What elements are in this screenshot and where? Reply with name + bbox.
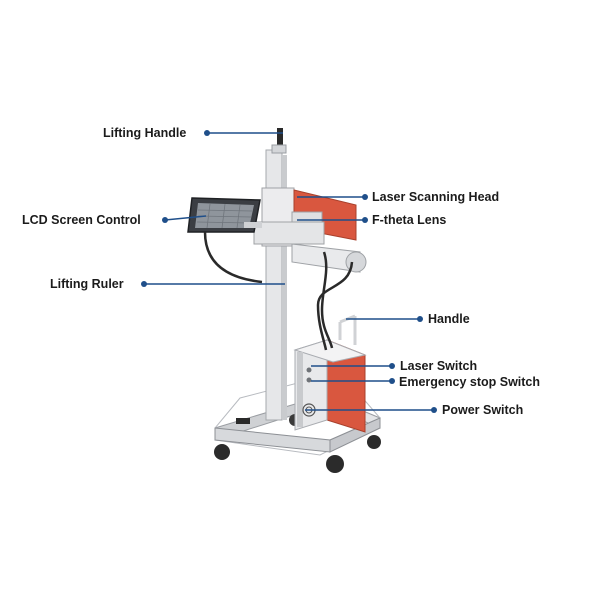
label-f-theta-lens: F-theta Lens: [372, 213, 446, 227]
dot-lifting-handle: [204, 130, 210, 136]
dot-emergency-stop-switch: [389, 378, 395, 384]
label-emergency-stop-switch: Emergency stop Switch: [399, 375, 540, 389]
dot-power-switch: [431, 407, 437, 413]
label-laser-switch: Laser Switch: [400, 359, 477, 373]
dot-handle: [417, 316, 423, 322]
dot-f-theta-lens: [362, 217, 368, 223]
label-lcd-screen-control: LCD Screen Control: [22, 213, 141, 227]
label-power-switch: Power Switch: [442, 403, 523, 417]
label-lifting-handle: Lifting Handle: [103, 126, 186, 140]
label-lifting-ruler: Lifting Ruler: [50, 277, 124, 291]
dot-lifting-ruler: [141, 281, 147, 287]
dot-lcd-screen-control: [162, 217, 168, 223]
leader-lcd-screen-control: [165, 216, 206, 220]
dot-laser-switch: [389, 363, 395, 369]
label-laser-scanning-head: Laser Scanning Head: [372, 190, 499, 204]
label-handle: Handle: [428, 312, 470, 326]
dot-laser-scanning-head: [362, 194, 368, 200]
